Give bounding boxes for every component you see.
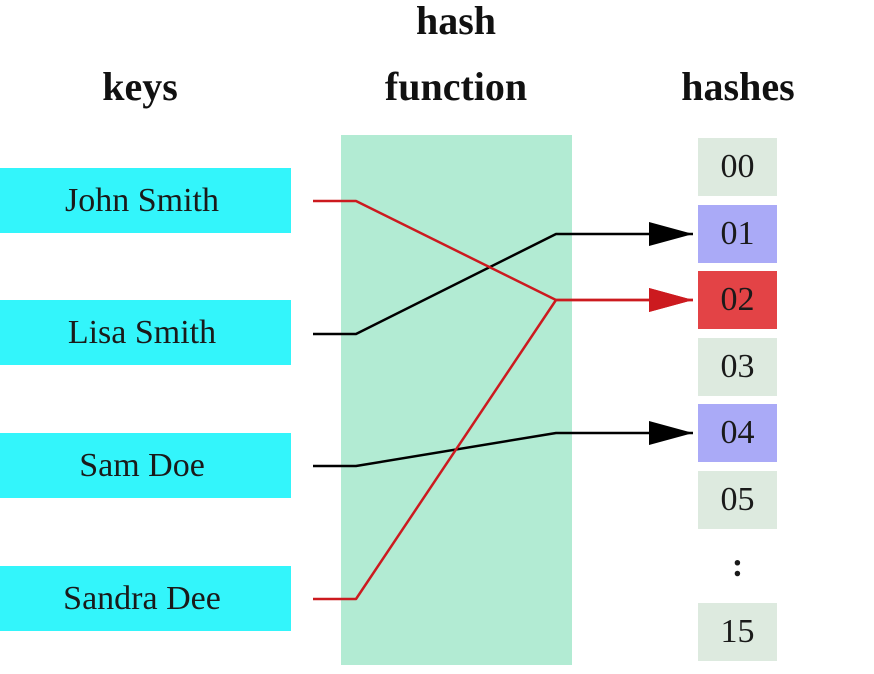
arrowhead-02 — [649, 288, 693, 312]
keys-heading: keys — [102, 64, 178, 109]
key-box-sandra-dee: Sandra Dee — [0, 566, 291, 631]
hash-function-band — [341, 135, 572, 665]
key-label: Lisa Smith — [67, 314, 217, 351]
key-label: John Smith — [65, 182, 219, 219]
bucket-04: 04 — [698, 404, 777, 462]
mapping-line-sandra-dee — [313, 298, 693, 601]
hashes-heading: hashes — [681, 64, 795, 109]
bucket-01: 01 — [698, 205, 777, 263]
key-label: Sam Doe — [79, 447, 205, 484]
key-label: Sandra Dee — [63, 580, 221, 617]
bucket-00: 00 — [698, 138, 777, 196]
bucket-03: 03 — [698, 338, 777, 396]
key-box-sam-doe: Sam Doe — [0, 433, 291, 498]
hash-heading-line1: hash — [415, 0, 497, 43]
arrowhead-04 — [649, 421, 693, 445]
hash-heading-line2: function — [384, 64, 528, 109]
hash-function-heading: hash function — [326, 0, 586, 120]
arrowhead-01 — [649, 222, 693, 246]
bucket-15: 15 — [698, 603, 777, 661]
mapping-line-sam-doe — [313, 431, 693, 468]
mapping-line-lisa-smith — [313, 232, 693, 336]
key-box-lisa-smith: Lisa Smith — [0, 300, 291, 365]
bucket-ellipsis: : — [731, 547, 744, 584]
bucket-05: 05 — [698, 471, 777, 529]
key-box-john-smith: John Smith — [0, 168, 291, 233]
bucket-02: 02 — [698, 271, 777, 329]
mapping-line-john-smith — [313, 199, 693, 302]
